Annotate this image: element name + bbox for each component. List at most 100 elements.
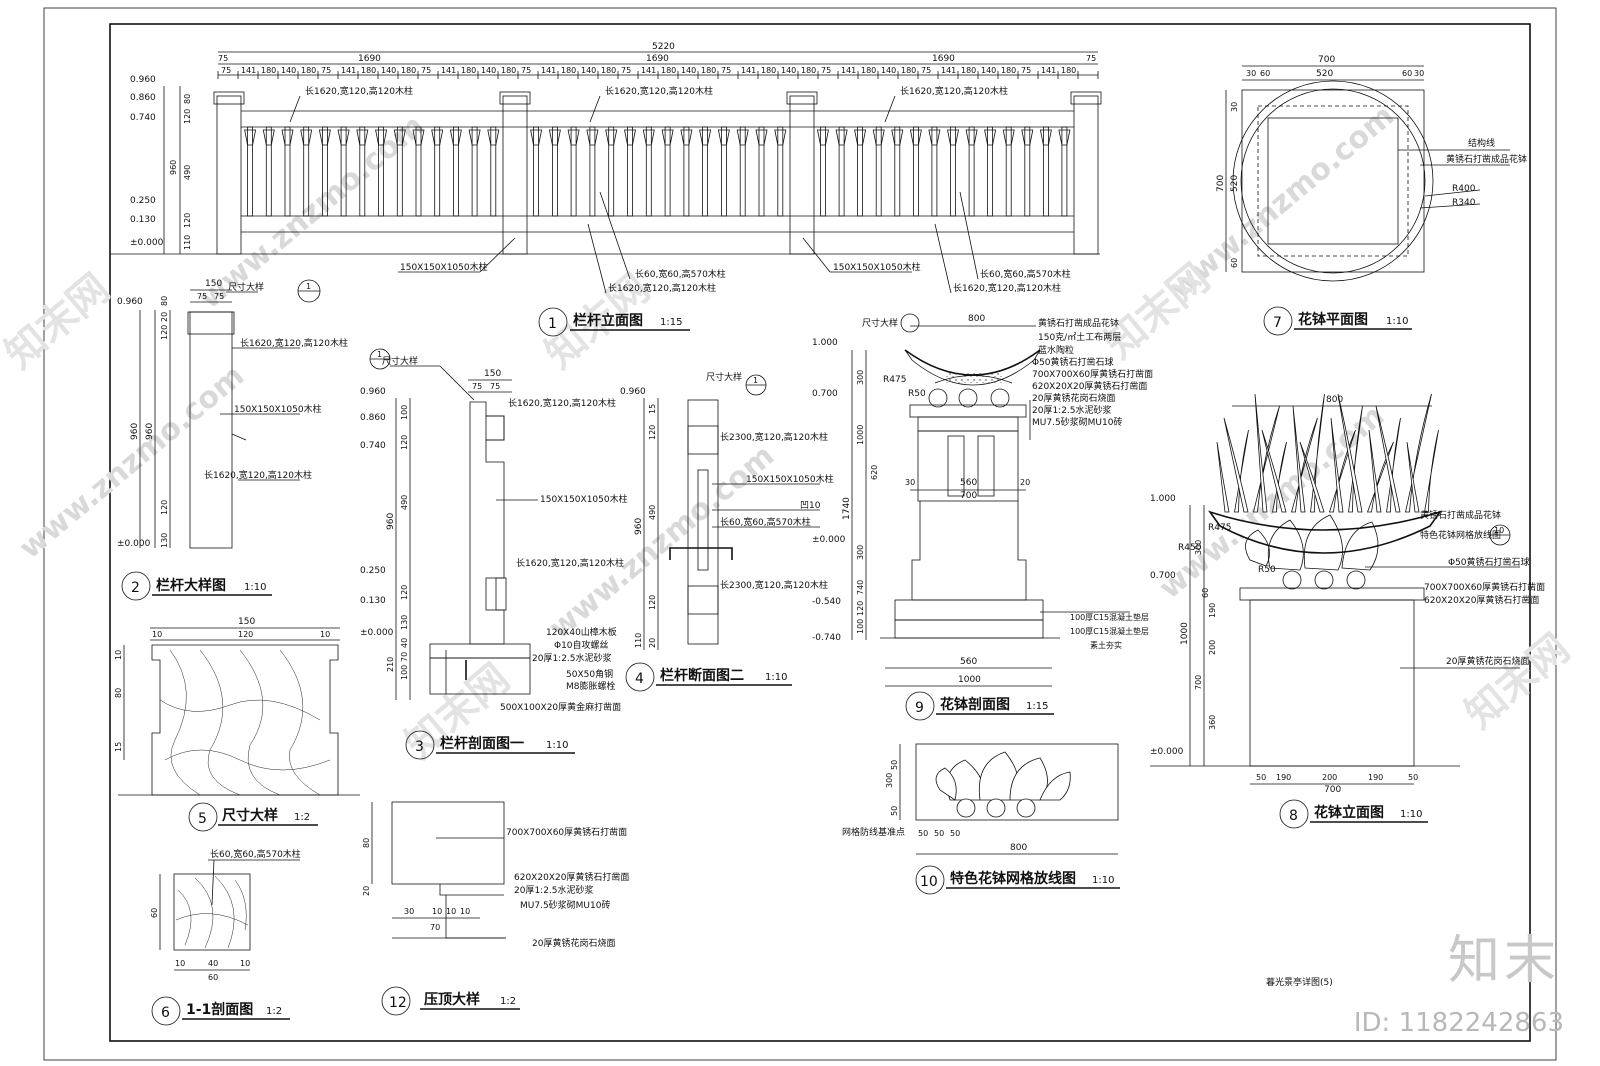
- baluster-cap: [318, 129, 331, 146]
- label: 尺寸大样: [382, 355, 418, 367]
- dim-sub: 141: [341, 66, 356, 75]
- dim-sub: 75: [221, 66, 231, 75]
- sheet-title: 暮光景亭详图(5): [1266, 976, 1333, 988]
- view-number: 4: [635, 671, 644, 687]
- radius: R50: [1258, 565, 1276, 575]
- dim: 1000: [856, 425, 865, 445]
- dim: 80: [114, 688, 123, 698]
- dim: 700: [960, 491, 977, 501]
- baluster: [340, 126, 347, 217]
- level: 0.250: [130, 196, 156, 206]
- foliage-leaf: [1299, 441, 1325, 513]
- dim: 560: [960, 657, 977, 667]
- level: ±0.000: [360, 628, 394, 638]
- dim: 150: [238, 617, 255, 627]
- baluster-cap: [356, 129, 369, 146]
- label: 700X700X60厚黄锈石打凿面: [506, 826, 627, 838]
- dim: 700: [1216, 175, 1226, 192]
- baluster-cap: [586, 129, 599, 146]
- dim-span: 1690: [358, 54, 381, 64]
- level: 0.700: [812, 389, 838, 399]
- baluster-cap: [1058, 129, 1071, 146]
- dim-sub: 180: [501, 66, 516, 75]
- dim: 75: [490, 382, 500, 391]
- dim: 700: [1318, 55, 1335, 65]
- label: Φ10自攻螺丝: [554, 639, 609, 651]
- dim-sub: 141: [941, 66, 956, 75]
- baluster: [303, 126, 310, 217]
- view-title: 1-1剖面图: [186, 1001, 253, 1018]
- view-number: 6: [161, 1005, 170, 1021]
- baluster-cap: [984, 129, 997, 146]
- baluster-cap: [300, 129, 313, 146]
- baluster: [838, 126, 845, 217]
- foliage-leaf: [1223, 417, 1249, 513]
- view-title: 尺寸大样: [222, 807, 278, 824]
- level: 0.740: [360, 441, 386, 451]
- label: 700X700X60厚黄锈石打凿面: [1032, 368, 1153, 380]
- view-title: 花钵剖面图: [940, 696, 1010, 713]
- baluster: [721, 126, 727, 217]
- dim: 300: [856, 370, 865, 385]
- view-scale: 1:10: [244, 582, 266, 593]
- baluster: [265, 126, 272, 217]
- label: 素土夯实: [1090, 640, 1122, 650]
- dim-sub: 140: [581, 66, 596, 75]
- view-number: 8: [1289, 808, 1298, 824]
- level: 1.000: [812, 338, 838, 348]
- view-scale: 1:10: [546, 740, 568, 751]
- dim: 1000: [958, 675, 981, 685]
- outer-frame: [43, 7, 1557, 1061]
- inner-frame: [109, 23, 1531, 1042]
- label: 150X150X1050木柱: [400, 261, 488, 273]
- level: 0.130: [360, 596, 386, 606]
- baluster: [608, 126, 615, 217]
- view-scale: 1:10: [765, 672, 787, 683]
- view-9-planter-section: 800 尺寸大样 1.000 0.700 ±0.000 -0.540 -0.74…: [812, 313, 1153, 721]
- view-3-railing-section-1: 0.960 0.860 0.740 0.250 0.130 ±0.000 960…: [360, 348, 628, 760]
- dim-sub: 180: [961, 66, 976, 75]
- dim-sub: 140: [681, 66, 696, 75]
- baluster: [739, 126, 746, 217]
- level: 0.960: [620, 387, 646, 397]
- level: 0.130: [130, 215, 156, 225]
- label: 特色花钵网格放线图: [1420, 529, 1501, 541]
- baluster: [589, 126, 596, 217]
- label: 尺寸大样: [706, 371, 742, 383]
- view-scale: 1:10: [1386, 316, 1408, 327]
- label: 长2300,宽120,高120木柱: [720, 431, 828, 443]
- view-title: 特色花钵网格放线图: [950, 870, 1076, 887]
- baluster: [378, 126, 385, 217]
- view-scale: 1:2: [500, 996, 516, 1007]
- label: 长2300,宽120,高120木柱: [720, 579, 828, 591]
- dim: 75: [197, 292, 207, 301]
- foliage-leaf: [1337, 393, 1363, 513]
- dim-end: 75: [1086, 54, 1096, 63]
- dim: 360: [1208, 715, 1217, 730]
- dim: 120: [160, 325, 169, 340]
- view-number: 5: [198, 811, 207, 827]
- dim-total: 5220: [652, 42, 675, 52]
- dim-sub: 180: [761, 66, 776, 75]
- label: 150X150X1050木柱: [746, 473, 834, 485]
- label: 20厚黄锈花岗石烧面: [532, 937, 615, 949]
- label: 长1620,宽120,高120木柱: [900, 85, 1008, 97]
- dim: 120: [648, 595, 657, 610]
- dim: 200: [1208, 640, 1217, 655]
- baluster: [968, 126, 975, 217]
- view-title: 栏杆剖面图一: [440, 735, 524, 752]
- dim: 20: [1020, 478, 1030, 487]
- dim-sub: 75: [421, 66, 431, 75]
- baluster: [913, 126, 919, 217]
- watermark-site: www.znzmo.com: [543, 438, 781, 646]
- view-8-planter-elevation: 800 1.000 0.700 ±0.000 1000 300 700 200 …: [1150, 393, 1545, 829]
- foliage-leaf: [1292, 405, 1306, 513]
- baluster: [359, 126, 366, 217]
- label: 长1620,宽120,高120木柱: [240, 337, 348, 349]
- baluster-cap: [909, 129, 922, 146]
- view-5-dimension-detail: 150 120 10 10 80 10 15 5 尺寸大样 1:2: [114, 617, 360, 832]
- baluster: [627, 126, 633, 217]
- baluster: [931, 126, 938, 217]
- baluster-cap: [567, 129, 580, 146]
- dim: 60: [208, 973, 218, 982]
